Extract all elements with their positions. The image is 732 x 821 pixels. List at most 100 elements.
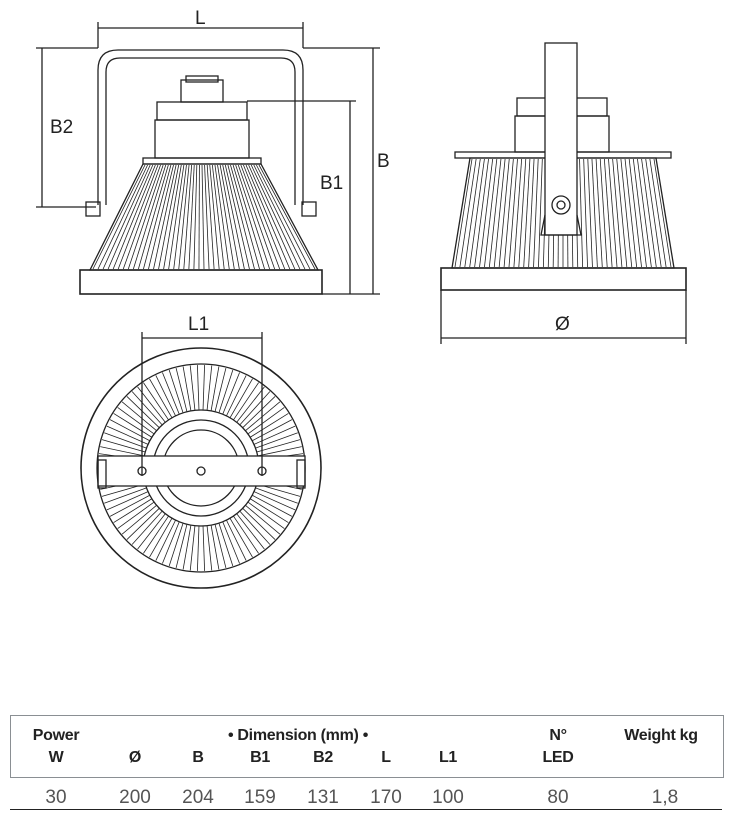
fin-line [235,164,270,270]
fin-line [253,425,296,445]
fin-line [498,158,510,268]
fin-line [189,365,196,411]
fin-line [249,413,289,438]
fin-line [173,164,187,270]
technical-drawing: L B2 B1 B L1 Ø [36,8,687,589]
fin-line [256,439,301,453]
fin-line [102,164,151,270]
fin-line [143,382,169,421]
fin-line [117,164,159,270]
fin-line [109,494,150,517]
fin-line [218,523,234,567]
fin-line [649,158,667,268]
fin-line [158,164,180,270]
fin-line [197,365,200,411]
value-B: 204 [182,787,214,808]
fin-line [113,498,153,523]
fin-line [104,487,147,504]
fin-line [242,508,276,540]
fin-line [249,498,289,523]
fin-line [206,525,213,571]
fin-line [131,510,163,545]
fin-line [653,158,672,268]
fin-line [204,164,210,270]
fin-line [100,446,145,457]
fin-line [202,365,205,411]
fin-line [245,164,291,270]
fin-line [117,501,155,529]
fin-line [206,365,213,411]
fin-line [624,158,638,268]
fin-line [503,158,514,268]
fin-line [239,391,271,426]
header-led: LED [542,749,574,766]
fin-line [255,487,298,504]
fin-line [253,164,306,270]
dim-label-L: L [195,8,206,29]
fin-line [528,158,535,268]
fin-line [182,366,192,411]
fin-line [182,525,192,570]
value-B1: 159 [244,787,276,808]
fin-line [131,391,163,426]
base-plate-side [440,267,687,291]
fin-line [206,164,215,270]
fin-line [178,164,190,270]
fin-line [211,164,225,270]
fin-line [239,510,271,545]
fin-line [109,419,150,442]
fin-line [587,158,593,268]
fin-line [479,158,494,268]
dim-label-B1: B1 [320,173,343,194]
fin-line [132,164,167,270]
driver-housing [154,119,250,159]
fin-line [148,164,174,270]
header-L1: L1 [438,749,458,766]
fin-line [243,164,286,270]
fin-line [104,432,147,449]
fin-line [97,164,148,270]
side-view [440,42,687,344]
fin-line [252,419,293,442]
fin-line [121,504,157,535]
bracket-bar [97,455,306,487]
fin-line [183,164,193,270]
fin-line [454,158,473,268]
fin-line [113,413,153,438]
fin-line [138,164,169,270]
dim-label-B2: B2 [50,117,73,138]
cable-gland [180,79,224,103]
fin-line [226,519,247,561]
fin-line [202,525,205,571]
fin-line [233,515,259,554]
fin-line [230,164,260,270]
fin-line [579,158,584,268]
value-L1: 100 [432,787,464,808]
value-B2: 131 [307,787,339,808]
fin-line [209,164,220,270]
fin-line [188,164,195,270]
fin-line [222,372,240,415]
fin-line [628,158,642,268]
fin-line [175,524,188,569]
table-bottom-rule [10,809,722,810]
fin-line [197,525,200,571]
fin-line [248,164,296,270]
fin-line [175,367,188,412]
fin-line [608,158,618,268]
fin-line [620,158,633,268]
fin-line [247,407,285,435]
table-header [10,715,724,778]
header-B2: B2 [313,749,333,766]
fin-line [518,158,527,268]
fin-line [121,401,157,432]
fin-line [168,369,184,413]
fin-line [214,164,230,270]
fin-line [126,508,160,540]
fin-line [533,158,539,268]
fin-line [126,396,160,428]
header-dimension-group: • Dimension (mm) • [227,727,369,744]
header-power-unit: W [48,749,64,766]
fin-line [257,446,302,457]
fin-line [106,491,149,511]
